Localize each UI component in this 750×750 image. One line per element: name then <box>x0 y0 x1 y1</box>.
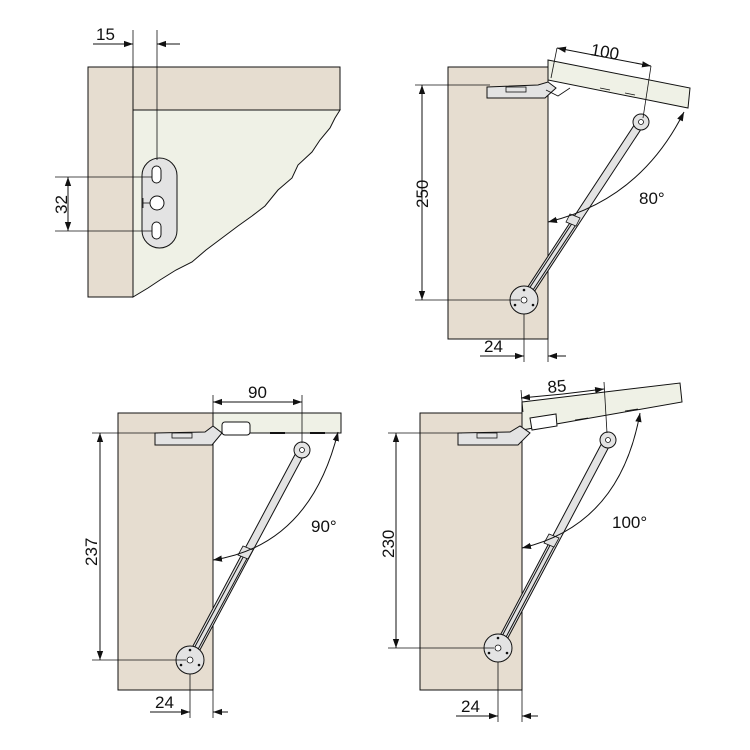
lid-90-height-label: 237 <box>82 538 101 566</box>
lid-80-angle-label: 80° <box>639 189 665 208</box>
lid-90-panel: 90 237 24 90° <box>82 383 342 718</box>
lid-100-angle-label: 100° <box>612 513 647 532</box>
lid <box>547 59 691 109</box>
lid-90-base-label: 24 <box>155 693 174 712</box>
lid-80-height-label: 250 <box>413 180 432 208</box>
slot-hole-bottom <box>151 221 162 240</box>
top-board <box>132 66 341 111</box>
side-board <box>87 66 134 298</box>
lid-100-panel: 85 230 24 100° <box>379 376 683 722</box>
lid-90-width-label: 90 <box>248 383 267 402</box>
lid-90-angle-label: 90° <box>311 517 337 536</box>
inner-surface <box>132 109 341 298</box>
lid-80-width-label: 100 <box>589 40 620 64</box>
lid-100-height-label: 230 <box>379 530 398 558</box>
lid-100-width-label: 85 <box>547 376 568 397</box>
offset-dimension-label: 15 <box>96 25 115 44</box>
hole-spacing-dimension-label: 32 <box>52 195 71 214</box>
center-hole <box>149 195 165 211</box>
lid-80-base-label: 24 <box>484 337 503 356</box>
lid-80-panel: 100 250 24 80° <box>413 40 691 362</box>
hinge <box>486 81 557 99</box>
mounting-detail-panel: 15 32 <box>52 25 341 298</box>
lid-100-base-label: 24 <box>461 697 480 716</box>
slot-hole-top <box>151 165 162 184</box>
